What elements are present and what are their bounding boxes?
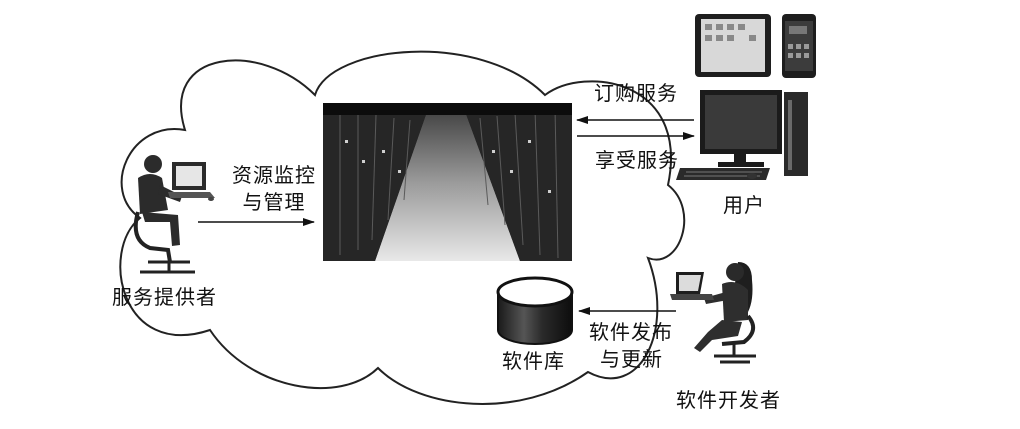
publish-label-line2: 与更新 [600, 347, 663, 371]
enjoy-label: 享受服务 [595, 148, 679, 172]
publish-label-line1: 软件发布 [589, 320, 673, 344]
developer-label: 软件开发者 [676, 388, 781, 412]
monitor-label-line2: 与管理 [226, 190, 322, 214]
database-cylinder-icon [498, 278, 572, 344]
datacenter-image [323, 103, 572, 261]
person-at-computer-icon [136, 155, 215, 272]
desktop-computer-icon [676, 90, 808, 180]
user-label: 用户 [723, 193, 765, 217]
service-provider-label: 服务提供者 [112, 285, 217, 309]
tablet-icon [695, 14, 771, 77]
monitor-label-line1: 资源监控 [226, 163, 322, 187]
developer-at-laptop-icon [670, 262, 756, 362]
subscribe-label: 订购服务 [594, 81, 678, 105]
phone-icon [782, 14, 816, 78]
software-repo-label: 软件库 [502, 349, 565, 373]
